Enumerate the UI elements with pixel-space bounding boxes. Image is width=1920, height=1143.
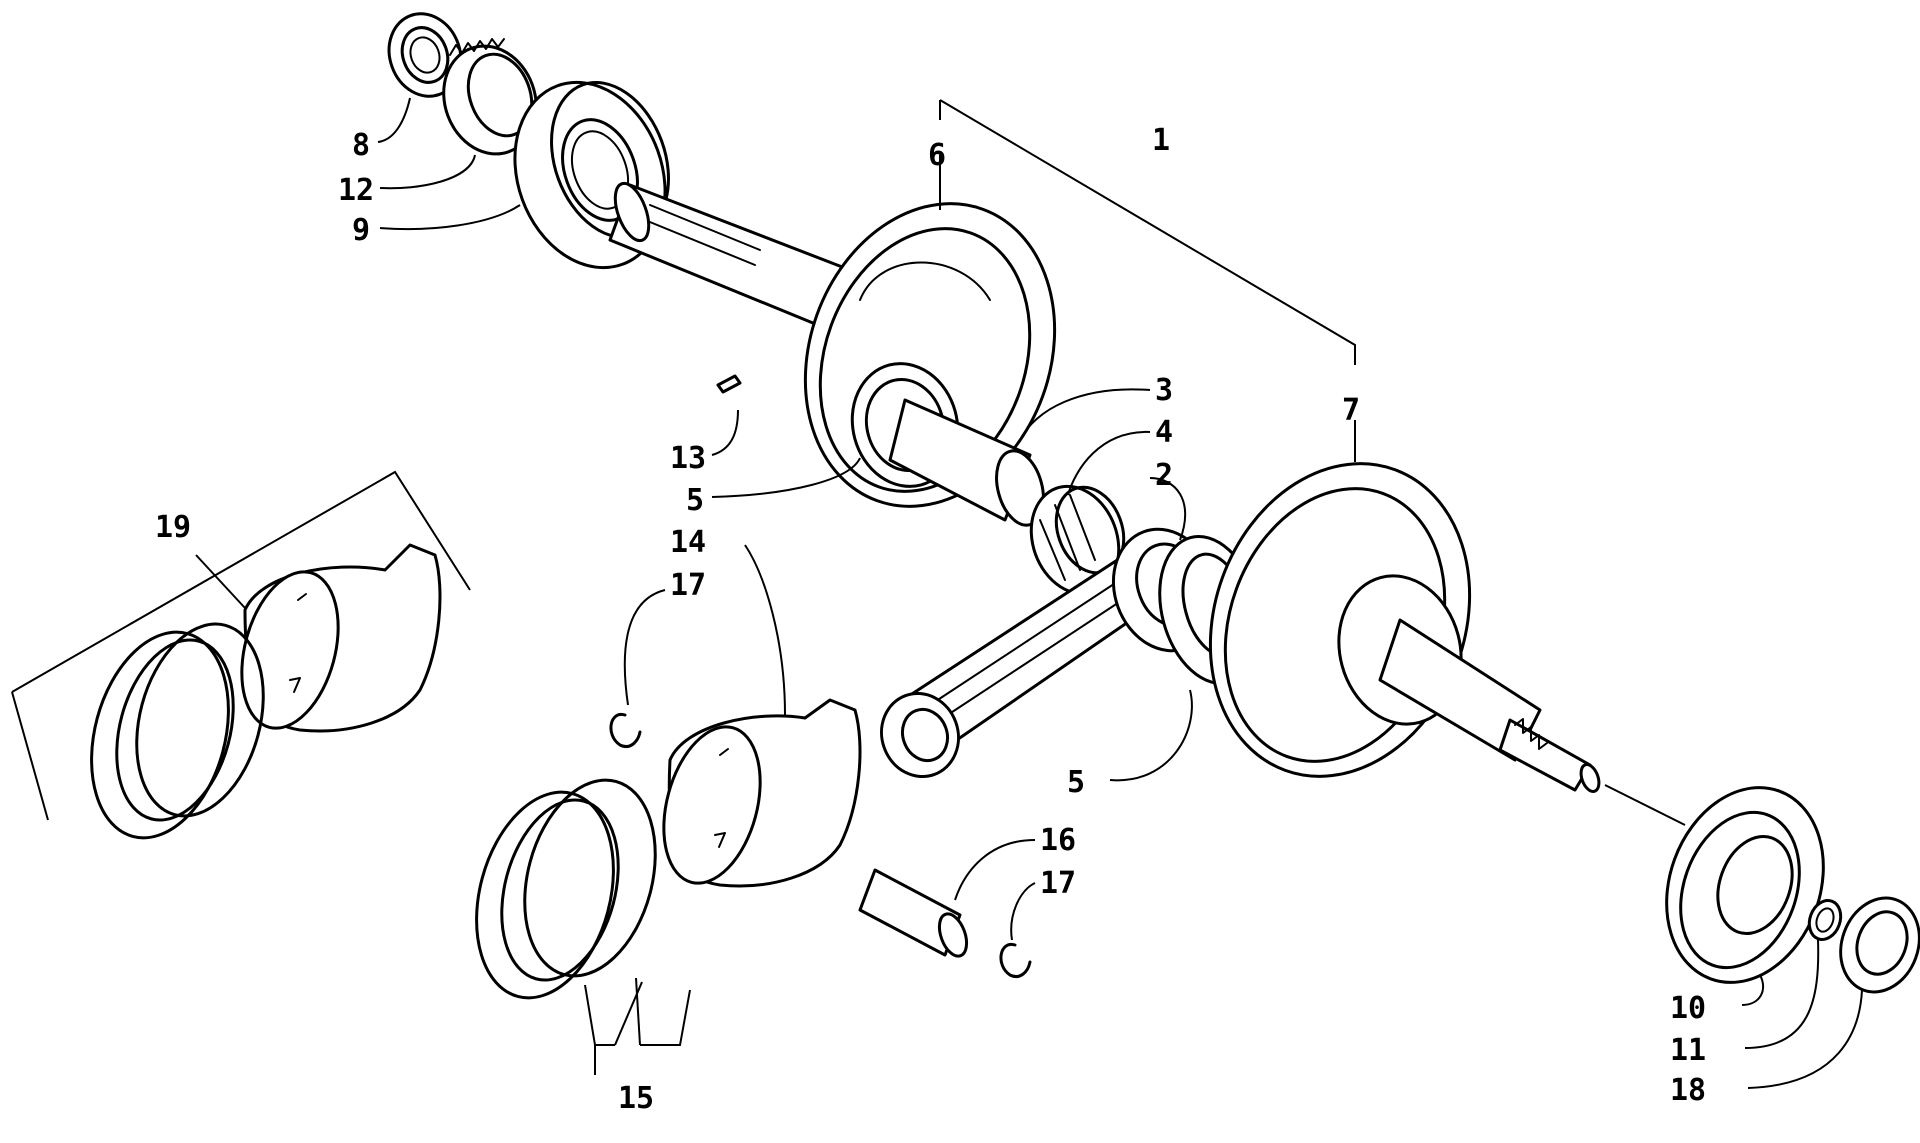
callout-1: 1: [1152, 123, 1170, 158]
oil-seal-part-8: [387, 12, 463, 98]
callout-4: 4: [1155, 415, 1173, 450]
drive-gear-part-12: [442, 38, 538, 156]
callout-9: 9: [352, 213, 370, 248]
circlip-part-17-lower: [999, 942, 1032, 978]
o-ring-part-11: [1807, 899, 1843, 941]
piston-part-19: [240, 543, 442, 733]
callout-labels: 1 6 8 12 9 3 4 2 7 13 5 14 17 19 5 16 17…: [155, 123, 1706, 1116]
piston-assembly-frame: [11, 470, 471, 821]
crankshaft-assembly-bracket: [939, 99, 1356, 365]
callout-6: 6: [928, 138, 946, 173]
callout-5-lower: 5: [1067, 765, 1085, 800]
oil-seal-part-18: [1839, 896, 1920, 994]
callout-12: 12: [338, 173, 374, 208]
woodruff-key-part-13: [716, 374, 742, 394]
crank-shaft-right-part-7: [1208, 462, 1601, 793]
callout-16: 16: [1040, 823, 1076, 858]
crank-pin-part-3: [888, 398, 1045, 527]
callout-13: 13: [670, 441, 706, 476]
callout-11: 11: [1670, 1033, 1706, 1068]
piston-pin-part-16: [858, 868, 969, 958]
callout-5-upper: 5: [686, 483, 704, 518]
callout-15: 15: [618, 1081, 654, 1116]
piston-rings-part-15: [475, 778, 657, 1000]
callout-14: 14: [670, 525, 706, 560]
piston-part-14: [662, 698, 862, 888]
leader-lines: [195, 97, 1863, 1089]
callout-8: 8: [352, 128, 370, 163]
callout-2: 2: [1155, 458, 1173, 493]
callout-7: 7: [1342, 393, 1360, 428]
callout-10: 10: [1670, 991, 1706, 1026]
callout-17-lower: 17: [1040, 866, 1076, 901]
callout-19: 19: [155, 510, 191, 545]
needle-bearing-part-4: [1029, 484, 1126, 596]
circlip-part-17-upper: [609, 712, 642, 748]
callout-3: 3: [1155, 373, 1173, 408]
piston-rings-part-19: [90, 622, 265, 840]
callout-18: 18: [1670, 1073, 1706, 1108]
callout-17-upper: 17: [670, 568, 706, 603]
